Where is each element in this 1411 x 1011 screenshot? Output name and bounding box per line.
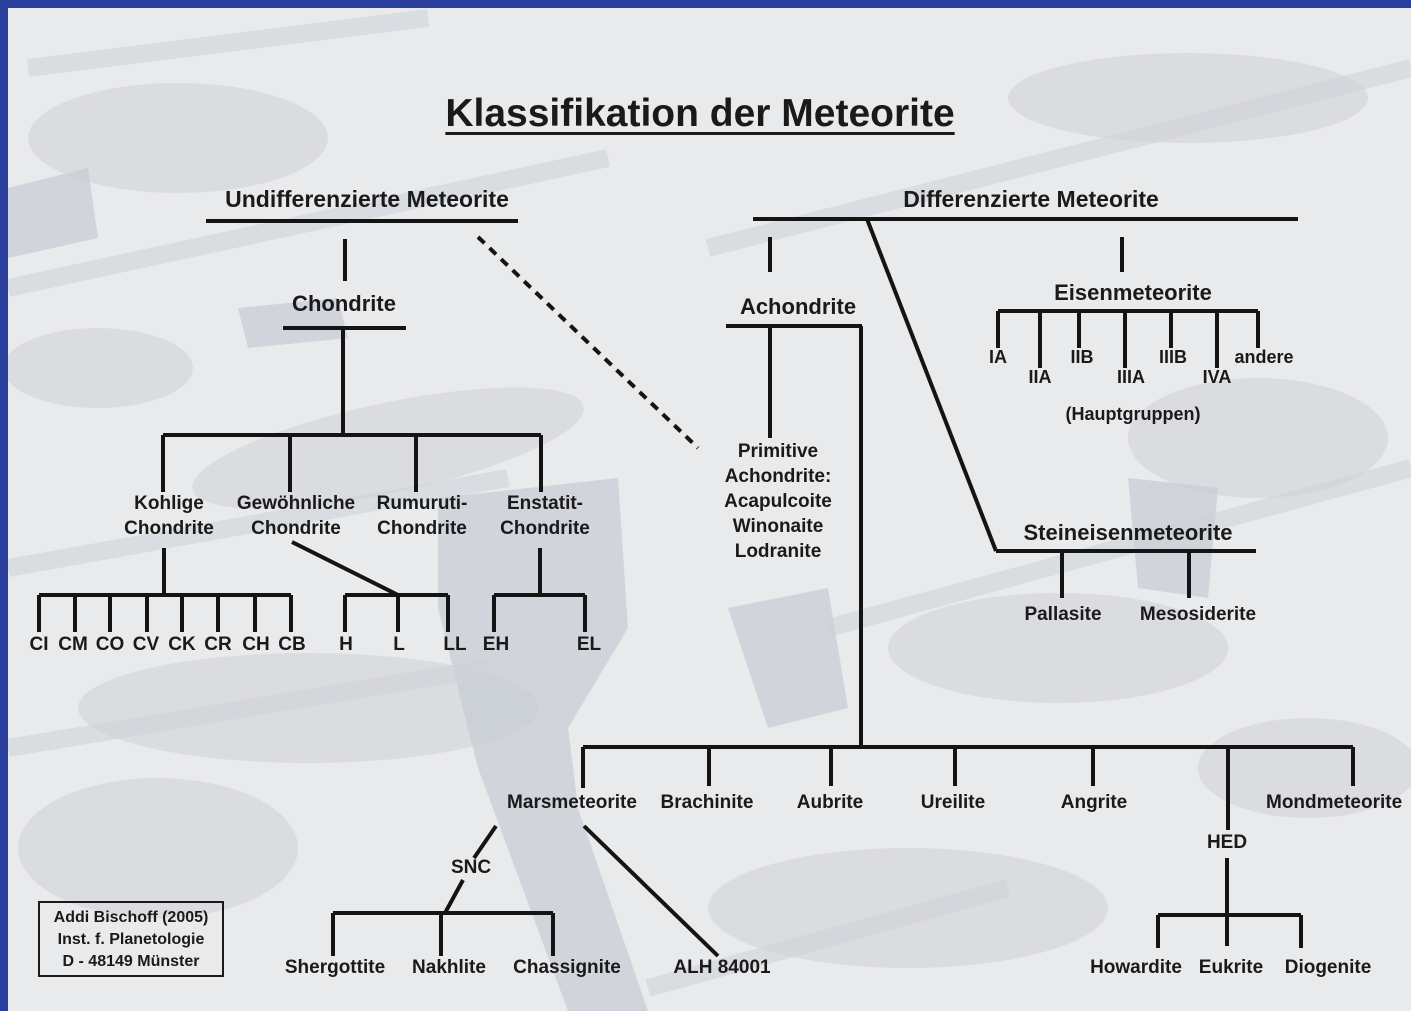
- group-el: EL: [576, 634, 602, 655]
- ureilite-label: Ureilite: [920, 792, 986, 813]
- diagram-title: Klassifikation der Meteorite: [445, 92, 955, 135]
- aubrite-label: Aubrite: [796, 792, 864, 813]
- tree-lines: [37, 217, 1355, 958]
- group-l: L: [393, 634, 405, 655]
- iron-group-other: andere: [1234, 347, 1294, 367]
- iron-group-ia: IA: [989, 347, 1007, 367]
- alh-84001-label: ALH 84001: [673, 957, 771, 978]
- credit-box: Addi Bischoff (2005) Inst. f. Planetolog…: [38, 901, 224, 977]
- chassignite-label: Chassignite: [513, 957, 621, 978]
- rumuruti-chondrite-label: Rumuruti- Chondrite: [376, 493, 468, 539]
- group-cb: CB: [278, 634, 306, 655]
- iron-group-iiib: IIIB: [1158, 347, 1188, 367]
- snc-label: SNC: [450, 857, 492, 878]
- chondrite-label: Chondrite: [292, 291, 396, 316]
- credit-line-1: Addi Bischoff (2005): [53, 909, 209, 926]
- mondmeteorite-label: Mondmeteorite: [1266, 792, 1403, 813]
- nakhlite-label: Nakhlite: [412, 957, 486, 978]
- differentiated-heading: Differenzierte Meteorite: [903, 186, 1159, 212]
- group-ci: CI: [29, 634, 49, 655]
- group-eh: EH: [482, 634, 510, 655]
- eukrite-label: Eukrite: [1198, 957, 1264, 978]
- iron-group-iva: IVA: [1202, 367, 1232, 387]
- iron-group-iiia: IIIA: [1116, 367, 1146, 387]
- kohlige-chondrite-label: Kohlige Chondrite: [124, 493, 214, 539]
- credit-line-3: D - 48149 Münster: [62, 953, 200, 970]
- stony-iron-heading: Steineisenmeteorite: [1023, 520, 1233, 545]
- diagram-canvas: Klassifikation der Meteorite Undifferenz…: [8, 8, 1411, 1011]
- diogenite-label: Diogenite: [1284, 957, 1372, 978]
- achondrite-label: Achondrite: [739, 294, 857, 319]
- group-cr: CR: [204, 634, 232, 655]
- gewoehnliche-chondrite-label: Gewöhnliche Chondrite: [236, 493, 356, 539]
- marble-background: [8, 8, 1411, 1011]
- undifferentiated-heading: Undifferenzierte Meteorite: [225, 186, 509, 212]
- credit-line-2: Inst. f. Planetologie: [57, 931, 205, 948]
- enstatit-chondrite-label: Enstatit- Chondrite: [500, 493, 590, 539]
- hed-label: HED: [1206, 832, 1248, 853]
- howardite-label: Howardite: [1090, 957, 1182, 978]
- mesosiderite-label: Mesosiderite: [1139, 604, 1257, 625]
- primitive-achondrite-label: Primitive Achondrite: Acapulcoite Winona…: [724, 441, 832, 562]
- shergottite-label: Shergottite: [284, 957, 386, 978]
- group-ch: CH: [242, 634, 270, 655]
- iron-note: (Hauptgruppen): [1065, 404, 1201, 424]
- brachinite-label: Brachinite: [660, 792, 754, 813]
- angrite-label: Angrite: [1060, 792, 1128, 813]
- pallasite-label: Pallasite: [1024, 604, 1102, 625]
- marsmeteorite-label: Marsmeteorite: [507, 792, 637, 813]
- group-co: CO: [95, 634, 125, 655]
- group-cm: CM: [58, 634, 88, 655]
- iron-group-iia: IIA: [1028, 367, 1052, 387]
- group-ck: CK: [168, 634, 196, 655]
- group-ll: LL: [443, 634, 467, 655]
- group-h: H: [339, 634, 353, 655]
- iron-group-iib: IIB: [1070, 347, 1094, 367]
- iron-meteorite-heading: Eisenmeteorite: [1054, 280, 1212, 305]
- group-cv: CV: [132, 634, 160, 655]
